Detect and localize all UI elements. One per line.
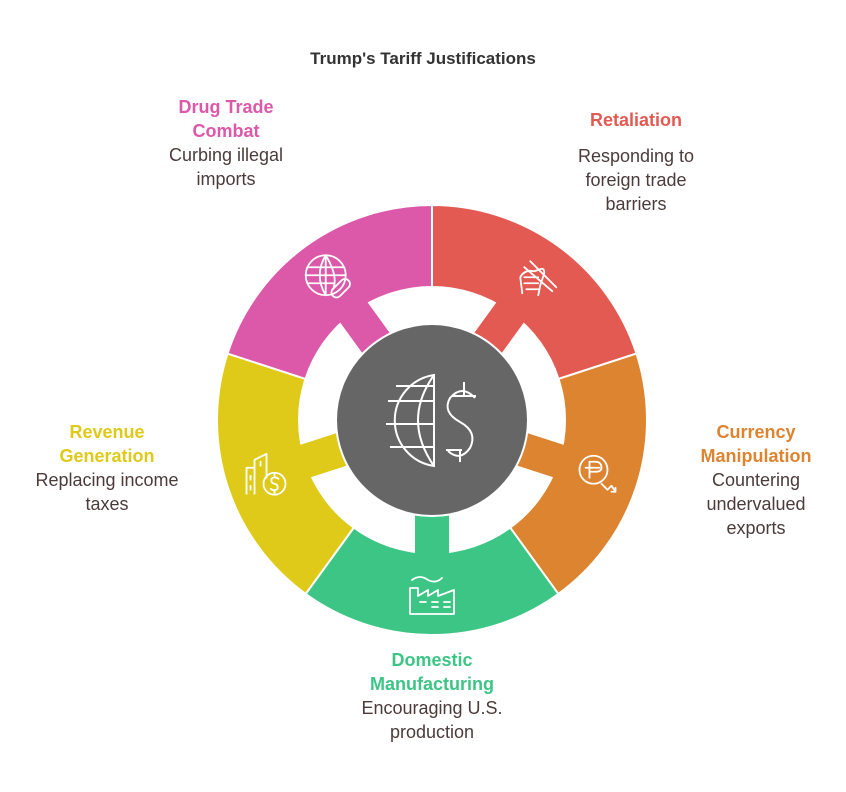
segment-title: Retaliation bbox=[589, 110, 682, 130]
center-circle bbox=[335, 323, 529, 517]
label-domestic-manufacturing: Domestic Manufacturing Encouraging U.S. … bbox=[312, 648, 552, 744]
segment-domestic-manufacturing bbox=[304, 512, 560, 636]
label-drug-trade-combat: Drug Trade Combat Curbing illegal import… bbox=[106, 95, 346, 191]
segment-arc bbox=[216, 352, 356, 596]
hand-chopsticks-icon bbox=[519, 260, 558, 297]
segment-title: Currency Manipulation bbox=[700, 422, 812, 466]
segment-description: Curbing illegal imports bbox=[168, 145, 284, 189]
segment-description: Responding to foreign trade barriers bbox=[577, 146, 695, 214]
segment-title: Revenue Generation bbox=[59, 422, 155, 466]
segment-arc bbox=[508, 352, 648, 596]
segment-title: Domestic Manufacturing bbox=[370, 650, 494, 694]
segment-revenue-generation bbox=[216, 352, 356, 596]
label-currency-manipulation: Currency Manipulation Countering underva… bbox=[636, 420, 846, 540]
segment-arc bbox=[431, 203, 638, 381]
segment-description: Replacing income taxes bbox=[35, 470, 179, 514]
label-retaliation: Retaliation Responding to foreign trade … bbox=[516, 108, 756, 216]
segment-title: Drug Trade Combat bbox=[178, 97, 274, 141]
currency-down-icon bbox=[578, 454, 617, 493]
segment-connector bbox=[514, 432, 566, 478]
globe-dollar-icon bbox=[386, 373, 476, 468]
building-dollar-icon bbox=[245, 452, 287, 496]
segment-description: Countering undervalued exports bbox=[706, 470, 806, 538]
segment-description: Encouraging U.S. production bbox=[361, 698, 503, 742]
segment-connector bbox=[415, 512, 449, 555]
label-revenue-generation: Revenue Generation Replacing income taxe… bbox=[0, 420, 227, 516]
segment-arc bbox=[226, 203, 433, 381]
diagram-title: Trump's Tariff Justifications bbox=[310, 49, 536, 68]
globe-pill-icon bbox=[304, 254, 351, 299]
factory-icon bbox=[409, 576, 455, 615]
segment-currency-manipulation bbox=[508, 352, 648, 596]
segment-connector bbox=[298, 432, 350, 478]
